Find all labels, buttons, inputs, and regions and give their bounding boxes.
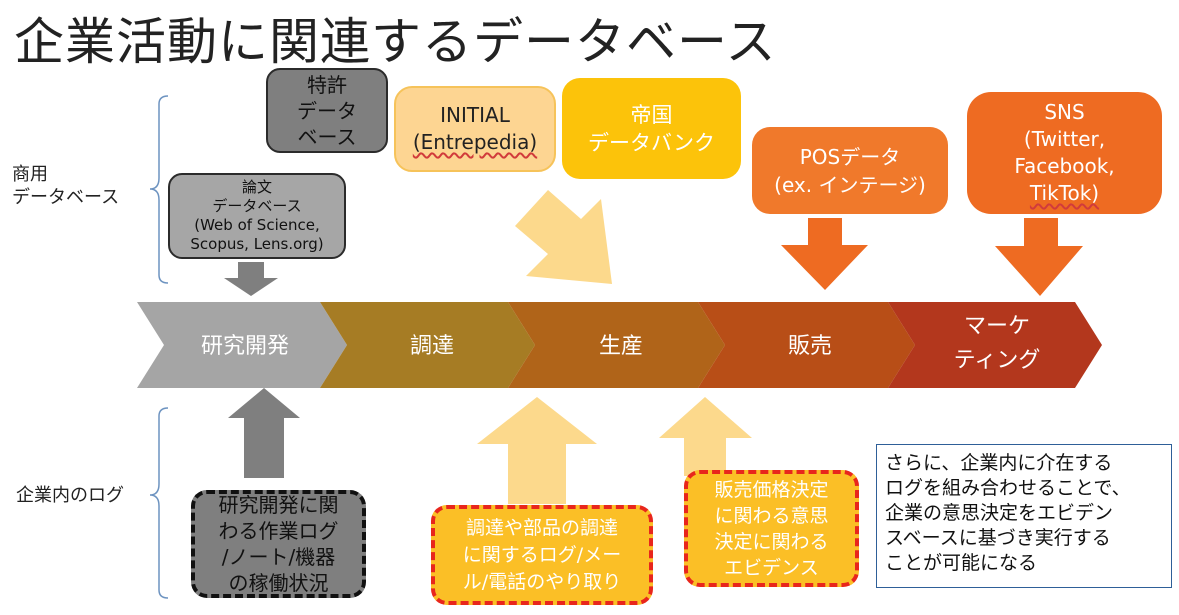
pos-db-box: POSデータ (ex. インテージ) bbox=[752, 127, 948, 214]
stage-sales-label: 販売 bbox=[787, 334, 832, 359]
stage-procurement-label: 調達 bbox=[409, 334, 454, 359]
initial-db-subname: (Entrepedia) bbox=[412, 130, 538, 154]
sns-db-box: SNS (Twitter, Facebook, TikTok) bbox=[967, 92, 1162, 214]
stage-production-chevron bbox=[508, 302, 725, 388]
orange-down-arrow-sns bbox=[995, 218, 1083, 296]
sales-log-box: 販売価格決定 に関わる意思 決定に関わる エビデンス bbox=[684, 470, 859, 587]
procurement-log-box: 調達や部品の調達 に関するログ/メー ル/電話のやり取り bbox=[431, 505, 653, 605]
conclusion-note: さらに、企業内に介在する ログを組み合わせることで、 企業の意思決定をエビデン … bbox=[876, 444, 1172, 588]
commercial-bracket bbox=[149, 95, 169, 284]
sns-db-examples-2: Facebook, bbox=[1014, 154, 1115, 178]
yellow-up-arrow-sales bbox=[659, 397, 752, 476]
sns-db-name: SNS bbox=[1044, 100, 1085, 124]
stage-marketing-label: マーケ ティング bbox=[953, 314, 1041, 373]
commercial-db-label: 商用 データベース bbox=[12, 164, 120, 208]
stage-sales-chevron bbox=[698, 302, 915, 388]
stage-marketing-chevron bbox=[888, 302, 1102, 388]
orange-down-arrow-pos bbox=[781, 218, 868, 290]
rnd-log-box: 研究開発に関 わる作業ログ /ノート/機器 の稼働状況 bbox=[191, 490, 366, 598]
papers-db-box: 論文 データベース (Web of Science, Scopus, Lens.… bbox=[168, 173, 346, 259]
yellow-diagonal-down-arrow bbox=[515, 190, 612, 284]
page-title: 企業活動に関連するデータベース bbox=[14, 13, 777, 71]
yellow-up-arrow-procurement bbox=[477, 397, 597, 504]
stage-production-label: 生産 bbox=[598, 334, 643, 359]
patent-db-box: 特許 データ ベース bbox=[266, 68, 388, 153]
stage-research-label: 研究開発 bbox=[200, 334, 289, 359]
gray-up-arrow bbox=[228, 388, 300, 478]
stage-procurement-chevron bbox=[320, 302, 535, 388]
gray-down-arrow bbox=[224, 262, 278, 296]
sns-db-examples-3: TikTok) bbox=[1029, 181, 1100, 205]
initial-db-box: INITIAL (Entrepedia) bbox=[394, 86, 556, 172]
stage-research-chevron bbox=[137, 302, 347, 388]
initial-db-name: INITIAL bbox=[440, 103, 510, 127]
teikoku-db-box: 帝国 データバンク bbox=[562, 78, 741, 179]
sns-db-examples-1: (Twitter, bbox=[1023, 127, 1106, 151]
internal-bracket bbox=[149, 407, 169, 599]
internal-log-label: 企業内のログ bbox=[16, 485, 124, 506]
